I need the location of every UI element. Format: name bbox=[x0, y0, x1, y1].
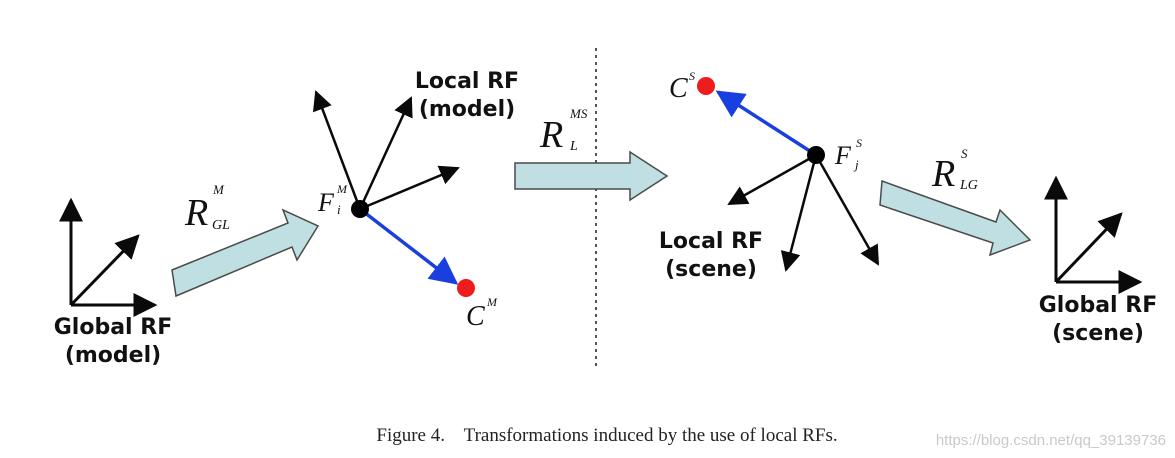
r-l-ms-symbol: R bbox=[539, 114, 563, 156]
r-l-ms-superscript: MS bbox=[569, 106, 588, 121]
r-lg-s-subscript: LG bbox=[959, 178, 978, 193]
feature-point-scene bbox=[807, 146, 825, 164]
f-j-s-subscript: j bbox=[853, 157, 859, 172]
global-rf-scene-label-line1: Global RF bbox=[1039, 293, 1157, 318]
r-gl-m-superscript: M bbox=[212, 182, 225, 197]
local-rf-model-vectors bbox=[312, 90, 460, 285]
figure-caption: Figure 4. Transformations induced by the… bbox=[376, 425, 837, 446]
global-rf-model-label-line2: (model) bbox=[65, 343, 161, 368]
r-l-ms-subscript: L bbox=[569, 139, 578, 154]
r-gl-m-symbol: R bbox=[184, 192, 208, 234]
f-i-m-superscript: M bbox=[336, 182, 348, 196]
r-lg-s-symbol: R bbox=[931, 153, 955, 195]
local-rf-model-label-line1: Local RF bbox=[415, 69, 519, 94]
local-rf-scene-vectors bbox=[715, 90, 880, 272]
f-j-s-symbol: F bbox=[834, 141, 852, 170]
c-s-symbol: C bbox=[669, 73, 688, 104]
transform-arrow-local-model-to-local-scene bbox=[514, 150, 669, 202]
global-rf-scene-axes bbox=[1044, 175, 1143, 294]
global-rf-model-axes bbox=[59, 197, 158, 317]
local-rf-scene-label-line1: Local RF bbox=[659, 229, 763, 254]
c-s-superscript: S bbox=[689, 69, 695, 83]
global-rf-model-label-line1: Global RF bbox=[54, 315, 172, 340]
feature-point-model bbox=[351, 200, 369, 218]
transform-arrow-global-to-local-model bbox=[171, 208, 320, 298]
r-gl-m-subscript: GL bbox=[212, 218, 230, 233]
c-m-superscript: M bbox=[486, 295, 498, 309]
local-rf-scene-label-line2: (scene) bbox=[665, 257, 757, 282]
local-rf-model-label-line2: (model) bbox=[419, 97, 515, 122]
c-m-symbol: C bbox=[466, 301, 485, 332]
centroid-point-scene bbox=[697, 77, 715, 95]
f-i-m-symbol: F bbox=[317, 188, 335, 217]
transform-arrow-local-to-global-scene bbox=[879, 179, 1032, 257]
f-j-s-superscript: S bbox=[856, 136, 862, 150]
centroid-point-model bbox=[457, 279, 475, 297]
watermark: https://blog.csdn.net/qq_39139736 bbox=[936, 432, 1166, 449]
f-i-m-subscript: i bbox=[337, 202, 341, 217]
r-lg-s-superscript: S bbox=[961, 146, 968, 161]
global-rf-scene-label-line2: (scene) bbox=[1052, 321, 1144, 346]
